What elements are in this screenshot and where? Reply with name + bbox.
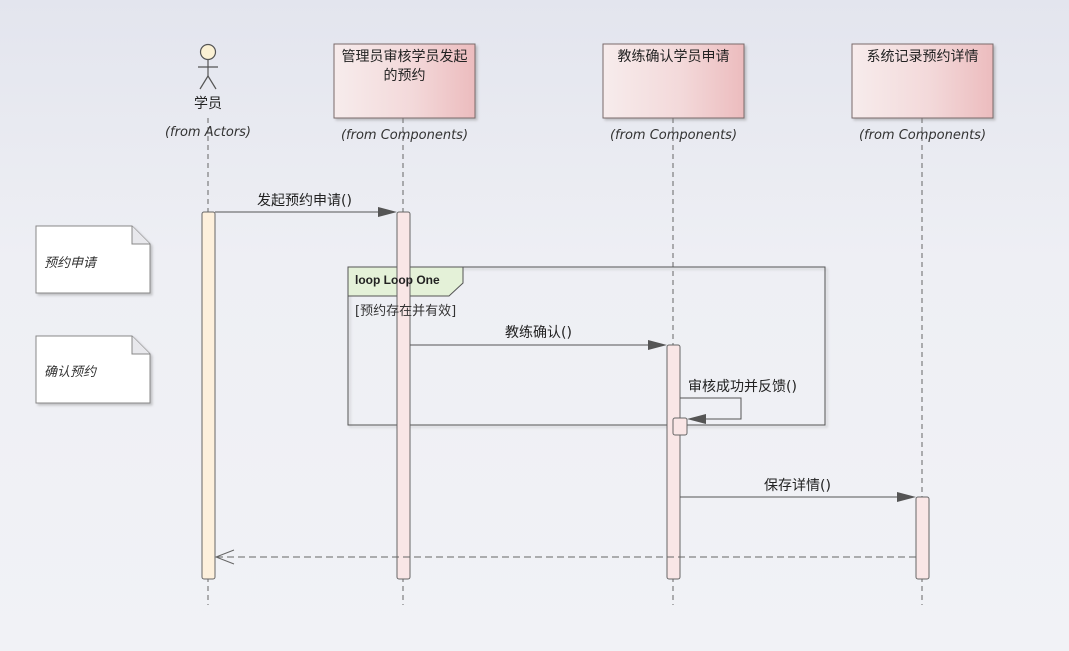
note-1[interactable] <box>35 225 151 294</box>
message-3-line <box>680 397 742 420</box>
message-1-arrowhead <box>378 207 397 217</box>
loop-frame[interactable] <box>347 266 826 426</box>
lifeline-2-box[interactable] <box>602 43 745 119</box>
lifeline-1-box[interactable] <box>333 43 476 119</box>
actor-activation <box>201 211 216 580</box>
actor-icon[interactable] <box>198 43 218 90</box>
return-message-arrowhead <box>214 549 235 565</box>
note-2[interactable] <box>35 335 151 404</box>
message-3-arrowhead <box>687 414 706 424</box>
message-2-arrowhead <box>648 340 667 350</box>
lifeline-3-box[interactable] <box>851 43 994 119</box>
activation-2 <box>666 344 681 580</box>
message-4-arrowhead <box>897 492 916 502</box>
activation-3 <box>915 496 930 580</box>
activation-1 <box>396 211 411 580</box>
activation-2-nested <box>672 417 688 436</box>
